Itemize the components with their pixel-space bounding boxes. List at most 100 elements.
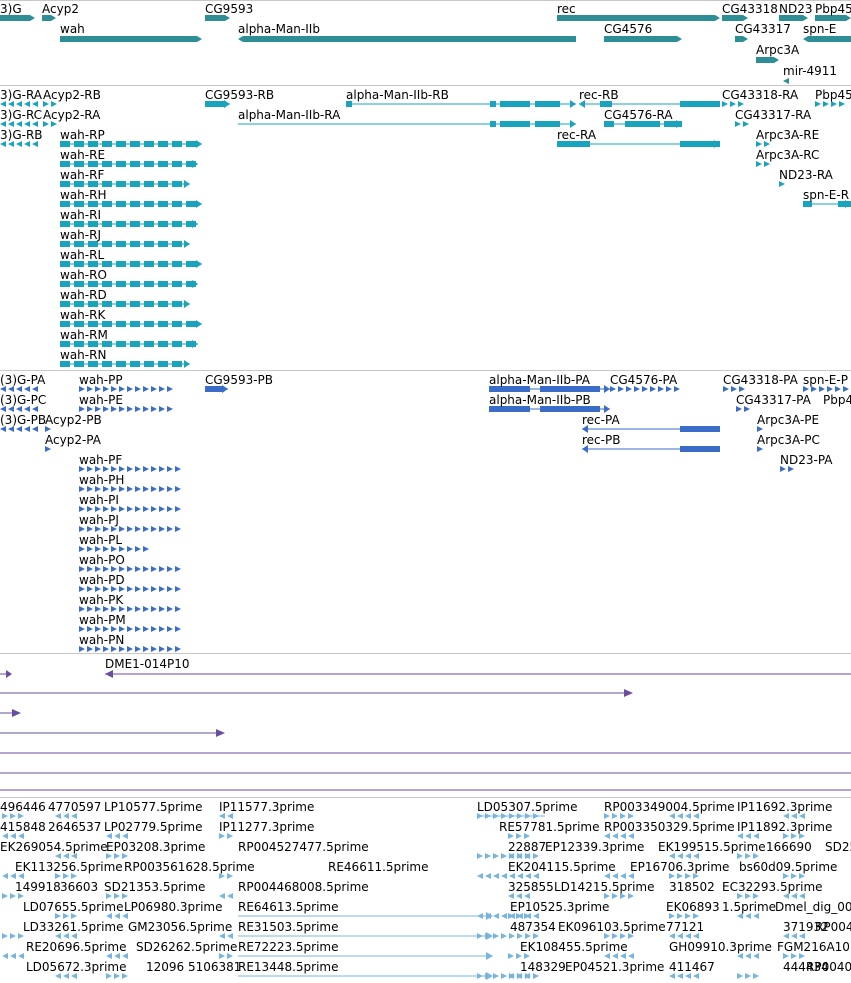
est-label[interactable]: RE13448.5prime bbox=[238, 960, 339, 974]
transcript-label[interactable]: wah-PH bbox=[79, 473, 125, 487]
est-label[interactable]: RE72223.5prime bbox=[238, 940, 339, 954]
transcript-label[interactable]: Arpc3A-PE bbox=[757, 413, 820, 427]
transcript-label[interactable]: wah-RK bbox=[60, 308, 106, 322]
transcript-label[interactable]: wah-RJ bbox=[60, 228, 101, 242]
est-label[interactable]: IP11892.3prime bbox=[737, 820, 833, 834]
transcript-label[interactable]: 3)G-RC bbox=[0, 108, 43, 122]
est-label[interactable]: EK113256.5prime bbox=[15, 860, 123, 874]
est-label[interactable]: EK096103.5prime bbox=[558, 920, 666, 934]
transcript-label[interactable]: rec-PA bbox=[582, 413, 620, 427]
transcript-label[interactable]: alpha-Man-IIb-RB bbox=[346, 88, 449, 102]
transcript-label[interactable]: 3)G-RB bbox=[0, 128, 43, 142]
transcript-label[interactable]: wah-RF bbox=[60, 168, 105, 182]
est-label[interactable]: RE46611.5prime bbox=[328, 860, 429, 874]
est-label[interactable]: SD25 bbox=[825, 840, 851, 854]
est-label[interactable]: LP10577.5prime bbox=[104, 800, 203, 814]
est-label[interactable]: 487354 bbox=[510, 920, 556, 934]
est-label[interactable]: bs60d09.5prime bbox=[739, 860, 838, 874]
est-label[interactable]: RE20696.5prime bbox=[26, 940, 127, 954]
transcript-label[interactable]: Arpc3A-RC bbox=[756, 148, 820, 162]
est-label[interactable]: LD05307.5prime bbox=[477, 800, 578, 814]
est-label[interactable]: 411467 bbox=[669, 960, 715, 974]
est-label[interactable]: EP03208.3prime bbox=[106, 840, 206, 854]
est-label[interactable]: 36603 bbox=[60, 880, 99, 894]
gene-label[interactable]: 3)G bbox=[0, 2, 22, 16]
est-label[interactable]: RE64613.5prime bbox=[238, 900, 339, 914]
transcript-label[interactable]: wah-RD bbox=[60, 288, 107, 302]
est-label[interactable]: 5106381 bbox=[188, 960, 242, 974]
gene-label[interactable]: CG9593 bbox=[205, 2, 254, 16]
gene-label[interactable]: Pbp45 bbox=[815, 2, 851, 16]
transcript-label[interactable]: wah-RM bbox=[60, 328, 108, 342]
est-label[interactable]: 444434 bbox=[783, 960, 829, 974]
est-label[interactable]: GH09910.3prime bbox=[669, 940, 772, 954]
transcript-label[interactable]: ND23-PA bbox=[780, 453, 833, 467]
transcript-label[interactable]: wah-PE bbox=[79, 393, 123, 407]
transcript-label[interactable]: wah-PP bbox=[79, 373, 123, 387]
est-label[interactable]: EC32293.5prime bbox=[722, 880, 823, 894]
transcript-label[interactable]: rec-RB bbox=[579, 88, 619, 102]
est-label[interactable]: 1.5prime bbox=[722, 900, 777, 914]
est-label[interactable]: IP11692.3prime bbox=[737, 800, 833, 814]
est-label[interactable]: RP004527477.5prime bbox=[238, 840, 369, 854]
transcript-label[interactable]: rec-RA bbox=[557, 128, 597, 142]
transcript-label[interactable]: Acyp2-PA bbox=[45, 433, 101, 447]
gene-label[interactable]: CG43318 bbox=[722, 2, 778, 16]
est-label[interactable]: 149918 bbox=[15, 880, 61, 894]
transcript-label[interactable]: wah-PF bbox=[79, 453, 123, 467]
est-label[interactable]: RE57781.5prime bbox=[499, 820, 600, 834]
transcript-label[interactable]: Arpc3A-RE bbox=[756, 128, 820, 142]
est-label[interactable]: IP11577.3prime bbox=[219, 800, 315, 814]
est-label[interactable]: 77121 bbox=[666, 920, 705, 934]
transcript-label[interactable]: CG43318-RA bbox=[722, 88, 799, 102]
est-label[interactable]: SD21353.5prime bbox=[104, 880, 206, 894]
est-label[interactable]: SD26262.5prime bbox=[136, 940, 238, 954]
est-label[interactable]: Dmel_dig_00 bbox=[775, 900, 851, 914]
transcript-label[interactable]: (3)G-PA bbox=[0, 373, 46, 387]
transcript-label[interactable]: wah-RE bbox=[60, 148, 106, 162]
transcript-label[interactable]: Pbp45 bbox=[823, 393, 851, 407]
transcript-label[interactable]: wah-PO bbox=[79, 553, 125, 567]
est-label[interactable]: 371932 bbox=[783, 920, 829, 934]
est-label[interactable]: EK108455.5prime bbox=[520, 940, 628, 954]
transcript-label[interactable]: rec-PB bbox=[582, 433, 621, 447]
transcript-label[interactable]: (3)G-PB bbox=[0, 413, 47, 427]
transcript-label[interactable]: wah-RI bbox=[60, 208, 101, 222]
est-label[interactable]: 22887 bbox=[508, 840, 547, 854]
est-label[interactable]: LP02779.5prime bbox=[104, 820, 203, 834]
gene-label[interactable]: CG4576 bbox=[604, 22, 653, 36]
transcript-label[interactable]: wah-RP bbox=[60, 128, 105, 142]
est-label[interactable]: EK199515.5prime bbox=[658, 840, 766, 854]
transcript-label[interactable]: CG4576-RA bbox=[604, 108, 673, 122]
transcript-label[interactable]: Acyp2-PB bbox=[45, 413, 102, 427]
transcript-label[interactable]: CG43317-PA bbox=[736, 393, 811, 407]
transcript-label[interactable]: wah-PJ bbox=[79, 513, 119, 527]
gene-label[interactable]: rec bbox=[557, 2, 576, 16]
gene-label[interactable]: ND23 bbox=[779, 2, 813, 16]
transcript-label[interactable]: CG43318-PA bbox=[723, 373, 798, 387]
transcript-label[interactable]: Acyp2-RB bbox=[43, 88, 101, 102]
est-label[interactable]: FGM216A10 bbox=[777, 940, 850, 954]
transcript-label[interactable]: ND23-RA bbox=[779, 168, 833, 182]
est-label[interactable]: 496446 bbox=[0, 800, 46, 814]
transcript-label[interactable]: wah-PI bbox=[79, 493, 119, 507]
est-label[interactable]: LD05672.3prime bbox=[26, 960, 127, 974]
gene-label[interactable]: alpha-Man-IIb bbox=[238, 22, 320, 36]
transcript-label[interactable]: spn-E-R bbox=[803, 188, 850, 202]
est-label[interactable]: 2646537 bbox=[48, 820, 102, 834]
transcript-label[interactable]: wah-PD bbox=[79, 573, 125, 587]
transcript-label[interactable]: CG4576-PA bbox=[610, 373, 678, 387]
est-label[interactable]: GM23056.5prime bbox=[128, 920, 233, 934]
clone-label[interactable]: DME1-014P10 bbox=[105, 657, 190, 671]
transcript-label[interactable]: alpha-Man-IIb-RA bbox=[238, 108, 341, 122]
est-label[interactable]: 318502 bbox=[669, 880, 715, 894]
gene-label[interactable]: spn-E bbox=[803, 22, 837, 36]
est-label[interactable]: IP11277.3prime bbox=[219, 820, 315, 834]
est-label[interactable]: EP10525.3prime bbox=[510, 900, 610, 914]
transcript-label[interactable]: wah-PM bbox=[79, 613, 126, 627]
est-label[interactable]: LD14215.5prime bbox=[554, 880, 655, 894]
est-label[interactable]: EP04521.3prime bbox=[565, 960, 665, 974]
transcript-label[interactable]: CG43317-RA bbox=[735, 108, 812, 122]
est-label[interactable]: 415848 bbox=[0, 820, 46, 834]
transcript-label[interactable]: wah-RO bbox=[60, 268, 107, 282]
